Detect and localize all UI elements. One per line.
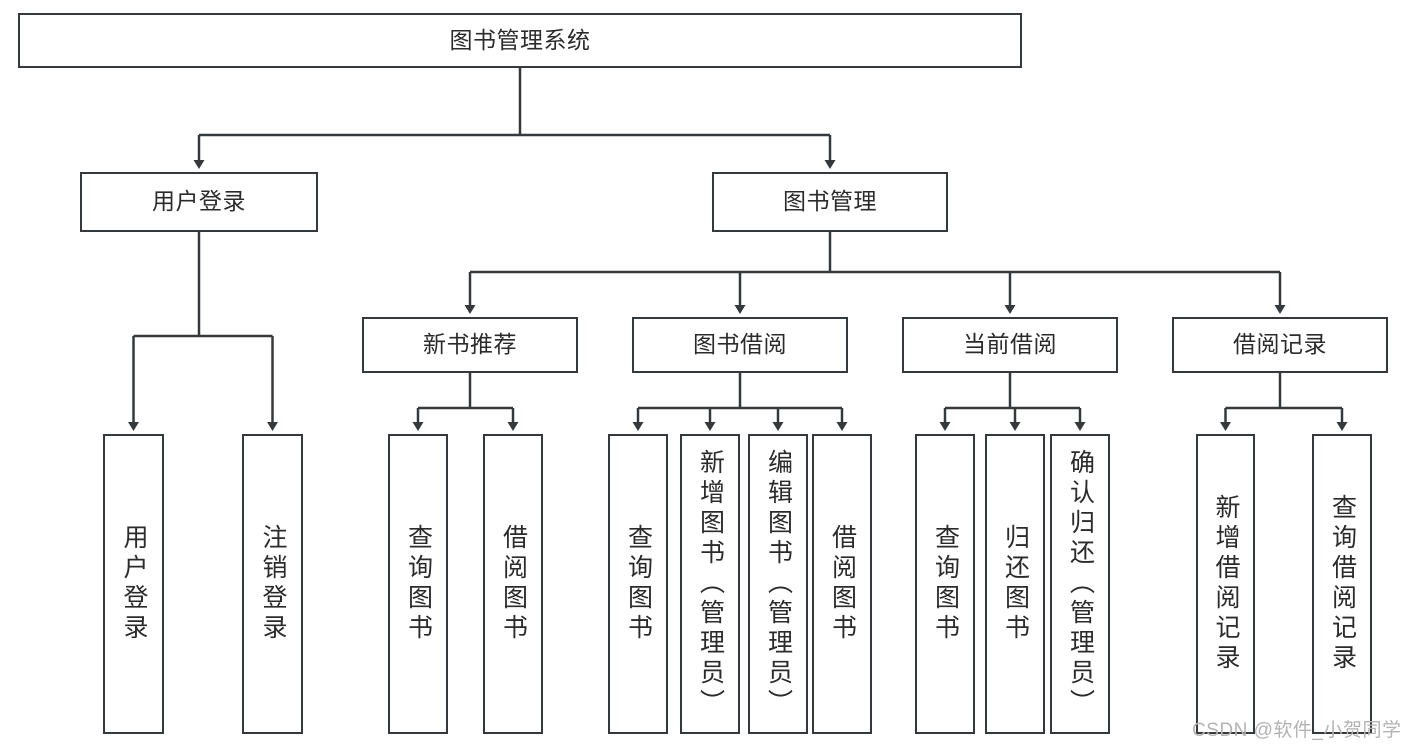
node-label: 查询图书 xyxy=(624,524,653,644)
node-label: 借阅记录 xyxy=(1233,331,1327,358)
node-user-login[interactable]: 用户登录 xyxy=(80,172,318,232)
node-leaf-confirm-return[interactable]: 确认归还（管理员） xyxy=(1050,434,1110,734)
node-root[interactable]: 图书管理系统 xyxy=(18,13,1022,68)
node-book-manage[interactable]: 图书管理 xyxy=(712,172,948,232)
node-leaf-add-record[interactable]: 新增借阅记录 xyxy=(1196,434,1255,734)
node-label: 图书管理系统 xyxy=(449,26,591,53)
node-label: 借阅图书 xyxy=(828,524,857,644)
node-label: 用户登录 xyxy=(120,524,148,644)
node-leaf-query-record[interactable]: 查询借阅记录 xyxy=(1312,434,1372,734)
node-book-borrow[interactable]: 图书借阅 xyxy=(632,317,848,373)
node-borrow-record[interactable]: 借阅记录 xyxy=(1172,317,1388,373)
node-leaf-query-book-rec[interactable]: 查询图书 xyxy=(388,434,448,734)
node-leaf-edit-book[interactable]: 编辑图书（管理员） xyxy=(748,434,808,734)
node-label: 归还图书 xyxy=(1001,524,1030,644)
node-label: 图书管理 xyxy=(783,188,877,215)
node-leaf-logout[interactable]: 注销登录 xyxy=(242,434,303,734)
node-leaf-borrow-book[interactable]: 借阅图书 xyxy=(812,434,872,734)
node-label: 图书借阅 xyxy=(693,331,787,358)
node-new-book-rec[interactable]: 新书推荐 xyxy=(362,317,578,373)
node-label: 借阅图书 xyxy=(499,524,528,644)
node-label: 新书推荐 xyxy=(423,331,517,358)
node-label: 当前借阅 xyxy=(963,331,1057,358)
node-label: 新增借阅记录 xyxy=(1212,494,1240,674)
node-label: 新增图书（管理员） xyxy=(696,449,725,719)
node-label: 查询图书 xyxy=(931,524,960,644)
node-label: 查询图书 xyxy=(404,524,433,644)
edge-layer xyxy=(128,68,1348,431)
node-label: 用户登录 xyxy=(152,188,246,215)
node-leaf-query-book-borrow[interactable]: 查询图书 xyxy=(608,434,668,734)
node-label: 注销登录 xyxy=(259,524,287,644)
node-leaf-user-login[interactable]: 用户登录 xyxy=(103,434,164,734)
node-leaf-add-book[interactable]: 新增图书（管理员） xyxy=(680,434,740,734)
node-label: 编辑图书（管理员） xyxy=(764,449,793,719)
node-leaf-return-book[interactable]: 归还图书 xyxy=(985,434,1045,734)
node-leaf-borrow-book-rec[interactable]: 借阅图书 xyxy=(483,434,543,734)
node-label: 查询借阅记录 xyxy=(1328,494,1357,674)
node-current-borrow[interactable]: 当前借阅 xyxy=(902,317,1118,373)
node-leaf-query-book-current[interactable]: 查询图书 xyxy=(915,434,975,734)
node-label: 确认归还（管理员） xyxy=(1066,449,1095,719)
